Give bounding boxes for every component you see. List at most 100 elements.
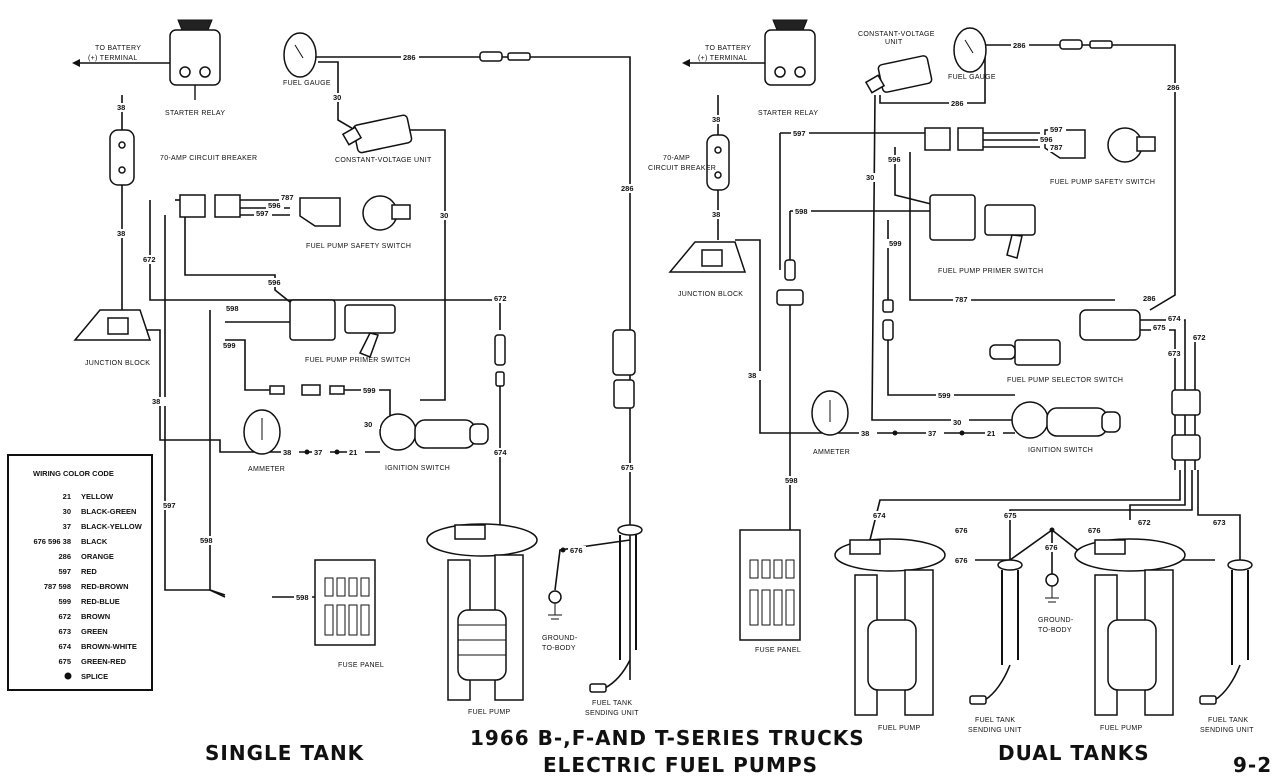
- wire-number-label: 597: [256, 209, 269, 218]
- wire-number-label: 674: [873, 511, 886, 520]
- legend-codes: 673: [58, 627, 71, 636]
- wire-number-label: 676: [1088, 526, 1101, 535]
- wire-number-background: [1151, 323, 1169, 332]
- legend-color: SPLICE: [81, 672, 108, 681]
- ground-label: TO-BODY: [1038, 627, 1072, 634]
- wire-number-label: 37: [928, 429, 936, 438]
- wire-number-label: 598: [785, 476, 798, 485]
- selector-switch-label: FUEL PUMP SELECTOR SWITCH: [1007, 377, 1123, 384]
- safety-switch-label: FUEL PUMP SAFETY SWITCH: [1050, 179, 1155, 186]
- wire-number-label: 286: [403, 53, 416, 62]
- wire-number-background: [1048, 143, 1066, 152]
- wire-number-label: 38: [152, 397, 160, 406]
- constant-voltage-unit-left: [341, 114, 413, 154]
- wire-number-label: 676: [1045, 543, 1058, 552]
- legend-color: YELLOW: [81, 492, 114, 501]
- wire-number-label: 599: [938, 391, 951, 400]
- wire-number-label: 676: [955, 526, 968, 535]
- wire-number-label: 38: [748, 371, 756, 380]
- starter-relay-left: [169, 19, 221, 100]
- inline-connectors-right: [776, 39, 1201, 461]
- page-number: 9-2: [1233, 753, 1272, 777]
- legend-color: RED: [81, 567, 97, 576]
- ignition-switch-label: IGNITION SWITCH: [385, 465, 450, 472]
- wire-number-label: 37: [314, 448, 322, 457]
- legend-codes: 21: [63, 492, 71, 501]
- wire-number-background: [161, 501, 179, 510]
- wire-number-background: [362, 420, 380, 429]
- wire-number-background: [438, 211, 456, 220]
- to-battery-label: TO BATTERY: [705, 45, 751, 52]
- ground-to-body-right: [1045, 573, 1059, 603]
- wire-number-label: 672: [494, 294, 507, 303]
- sending-unit-label: FUEL TANK: [592, 700, 632, 707]
- wire-number-background: [619, 184, 637, 193]
- legend-color: BLACK-YELLOW: [81, 522, 143, 531]
- wire-number-background: [1136, 518, 1154, 527]
- fuel-gauge-label: FUEL GAUGE: [948, 74, 996, 81]
- ground-label: GROUND-: [1038, 617, 1074, 624]
- ammeter-label: AMMETER: [813, 449, 850, 456]
- wire-number-background: [1043, 543, 1061, 552]
- wire-number-background: [793, 207, 811, 216]
- wire-number-label: 596: [888, 155, 901, 164]
- wire-number-background: [312, 448, 330, 457]
- wire-number-label: 597: [163, 501, 176, 510]
- legend-codes: 37: [63, 522, 71, 531]
- wire-number-label: 673: [1168, 349, 1181, 358]
- wire-number-label: 38: [712, 115, 720, 124]
- circuit-breaker-right: [706, 134, 730, 191]
- splice-dot: [959, 430, 965, 436]
- fuel-pump-label: FUEL PUMP: [878, 725, 921, 732]
- fuel-gauge-label: FUEL GAUGE: [283, 80, 331, 87]
- constant-voltage-label: CONSTANT-VOLTAGE: [858, 31, 935, 38]
- wire-number-label: 21: [349, 448, 357, 457]
- wire-number-background: [953, 295, 971, 304]
- wire-number-label: 30: [866, 173, 874, 182]
- wire-number-background: [953, 526, 971, 535]
- wire-number-label: 599: [363, 386, 376, 395]
- wire-number-background: [1211, 518, 1229, 527]
- fuel-pump-primer-switch-left: [289, 299, 396, 358]
- wire-number-label: 787: [281, 193, 294, 202]
- to-battery-label: (+) TERMINAL: [88, 55, 138, 62]
- ignition-switch-right: [1011, 401, 1121, 439]
- wire-number-label: 674: [494, 448, 507, 457]
- wire-number-label: 30: [953, 418, 961, 427]
- arrow-left-icon: [682, 59, 690, 67]
- wire-number-background: [1002, 511, 1020, 520]
- legend-color: BLACK: [81, 537, 108, 546]
- fuel-pump-selector-switch: [989, 309, 1141, 366]
- wire-number-background: [266, 278, 284, 287]
- legend-codes: 30: [63, 507, 71, 516]
- arrow-left-icon: [72, 59, 80, 67]
- fuel-pump-primer-switch-right: [929, 194, 1036, 259]
- wire-number-background: [887, 239, 905, 248]
- wire-number-background: [361, 386, 379, 395]
- ammeter-left: [243, 409, 281, 455]
- sending-unit-label: SENDING UNIT: [1200, 727, 1254, 734]
- wire-number-label: 286: [1143, 294, 1156, 303]
- wire-number-label: 38: [712, 210, 720, 219]
- legend-codes: 787 598: [44, 582, 71, 591]
- wire-number-background: [864, 173, 882, 182]
- wire-number-label: 30: [364, 420, 372, 429]
- fuel-pump-label: FUEL PUMP: [1100, 725, 1143, 732]
- wire-number-label: 286: [1013, 41, 1026, 50]
- junction-block-label: JUNCTION BLOCK: [678, 291, 743, 298]
- circuit-breaker-label: CIRCUIT BREAKER: [648, 165, 716, 172]
- wire-number-label: 676: [955, 556, 968, 565]
- wire-number-background: [266, 201, 284, 210]
- wire-number-label: 599: [889, 239, 902, 248]
- starter-relay-right: [764, 19, 816, 86]
- safety-switch-connector-right: [924, 127, 984, 151]
- legend-color: RED-BROWN: [81, 582, 129, 591]
- wire-number-label: 596: [268, 278, 281, 287]
- legend-color: BROWN-WHITE: [81, 642, 137, 651]
- right-wires: [685, 44, 1241, 575]
- wire-number-background: [1011, 41, 1029, 50]
- splice-dot: [1049, 527, 1055, 533]
- wire-number-label: 38: [861, 429, 869, 438]
